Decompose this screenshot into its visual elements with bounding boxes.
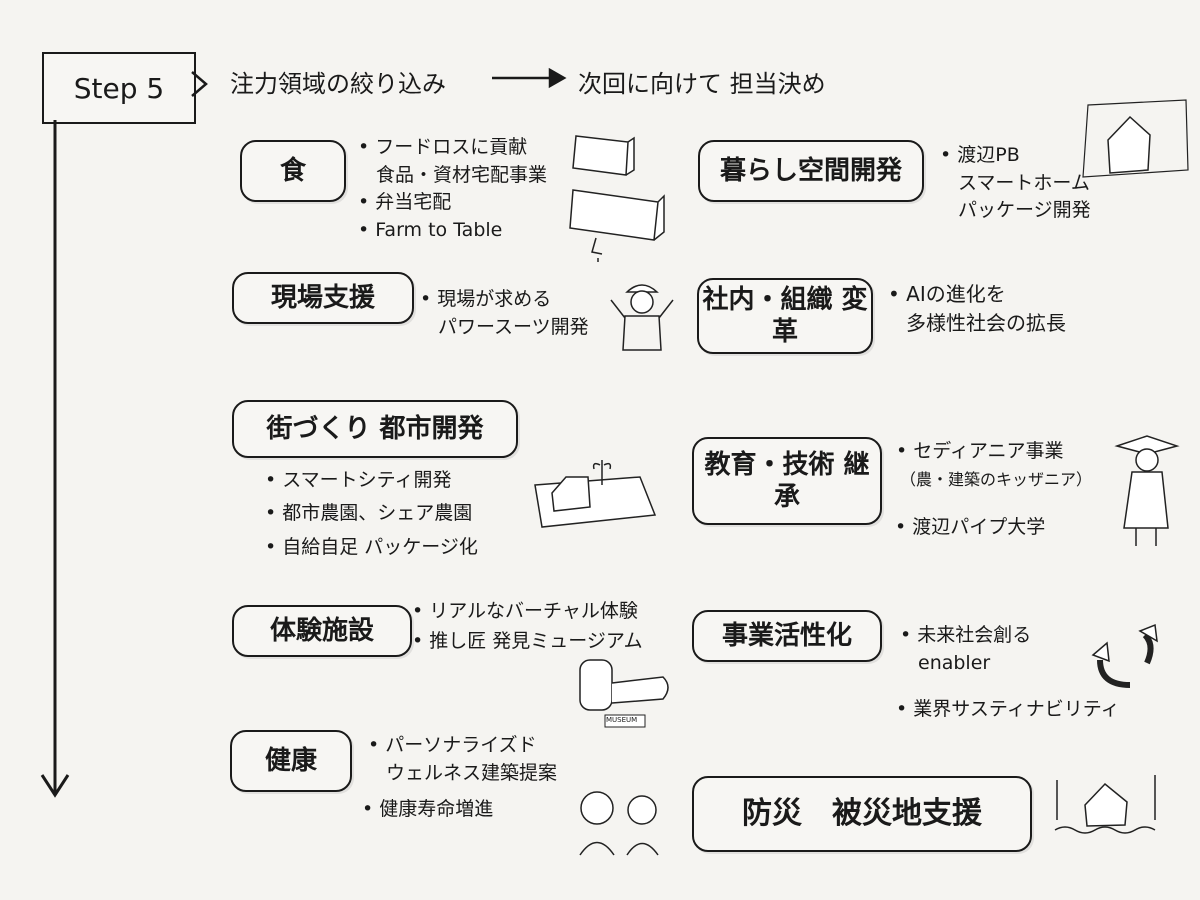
urban-items: • スマートシティ開発 • 都市農園、シェア農園 • 自給自足 パッケージ化 bbox=[265, 464, 478, 564]
phase-narrow-focus: 注力領域の絞り込み bbox=[230, 70, 446, 98]
list-item: • パーソナライズド bbox=[368, 734, 537, 756]
list-item: 多様性社会の拡長 bbox=[906, 311, 1066, 335]
arrow-right-icon bbox=[492, 67, 567, 89]
list-item: • 現場が求める bbox=[420, 288, 552, 310]
list-item: • Farm to Table bbox=[358, 218, 503, 241]
step-pointer-icon bbox=[191, 71, 208, 97]
business-items: • 未来社会創る enabler bbox=[900, 622, 1031, 677]
list-item: • セディアニア事業 bbox=[896, 440, 1064, 462]
area-living-space: 暮らし空間開発 bbox=[698, 140, 924, 202]
area-org-transformation: 社内・組織 変革 bbox=[697, 278, 873, 354]
list-item: • 業界サスティナビリティ bbox=[896, 698, 1120, 720]
list-item: パッケージ開発 bbox=[958, 199, 1091, 222]
list-item: ウェルネス建築提案 bbox=[386, 761, 558, 784]
field-support-items: • 現場が求める パワースーツ開発 bbox=[420, 286, 589, 341]
living-space-items: • 渡辺PB スマートホーム パッケージ開発 bbox=[940, 142, 1091, 225]
list-item: • 渡辺パイプ大学 bbox=[895, 516, 1046, 538]
list-item: • AIの進化を bbox=[888, 282, 1006, 306]
worker-illustration-icon bbox=[610, 284, 674, 351]
experience-items: • リアルなバーチャル体験 • 推し匠 発見ミュージアム bbox=[412, 596, 643, 657]
list-item: • スマートシティ開発 bbox=[265, 469, 452, 491]
list-item: 食品・資材宅配事業 bbox=[376, 163, 548, 186]
list-item: • 渡辺PB bbox=[940, 144, 1020, 166]
list-item: • リアルなバーチャル体験 bbox=[412, 600, 638, 622]
list-item: • フードロスに貢献 bbox=[358, 136, 528, 158]
area-food: 食 bbox=[240, 140, 346, 202]
list-item: • 自給自足 パッケージ化 bbox=[265, 535, 478, 558]
area-business-activation: 事業活性化 bbox=[692, 610, 882, 662]
list-item: パワースーツ開発 bbox=[438, 315, 589, 338]
health-items: • パーソナライズド ウェルネス建築提案 bbox=[368, 732, 557, 787]
org-items: • AIの進化を 多様性社会の拡長 bbox=[888, 280, 1066, 338]
elderly-couple-illustration-icon bbox=[579, 791, 659, 856]
area-disaster-support: 防災 被災地支援 bbox=[692, 776, 1032, 852]
list-item: （農・建築のキッザニア） bbox=[900, 469, 1093, 489]
education-items: • セディアニア事業 （農・建築のキッザニア） bbox=[896, 438, 1092, 494]
area-education: 教育・技術 継承 bbox=[692, 437, 882, 525]
cycle-arrows-icon bbox=[1091, 623, 1158, 688]
area-urban-development: 街づくり 都市開発 bbox=[232, 400, 518, 458]
step-label: Step 5 bbox=[42, 52, 196, 124]
list-item: enabler bbox=[918, 651, 991, 674]
food-items: • フードロスに貢献 食品・資材宅配事業 • 弁当宅配 • Farm to Ta… bbox=[358, 134, 547, 244]
house-farm-illustration-icon bbox=[534, 460, 657, 528]
flooded-house-illustration-icon bbox=[1054, 775, 1156, 834]
museum-illustration-icon bbox=[579, 659, 669, 728]
list-item: • 健康寿命増進 bbox=[362, 798, 494, 820]
list-item: • 未来社会創る bbox=[900, 624, 1032, 646]
list-item: • 都市農園、シェア農園 bbox=[265, 502, 473, 525]
timeline-arrow bbox=[40, 120, 70, 798]
area-experience-facility: 体験施設 bbox=[232, 605, 412, 657]
list-item: スマートホーム bbox=[958, 171, 1090, 194]
phase-assign-owners: 次回に向けて 担当決め bbox=[578, 70, 826, 98]
list-item: • 推し匠 発見ミュージアム bbox=[412, 630, 643, 653]
museum-sign: MUSEUM bbox=[606, 716, 638, 724]
area-field-support: 現場支援 bbox=[232, 272, 414, 324]
graduate-illustration-icon bbox=[1114, 435, 1180, 546]
food-box-illustration-icon bbox=[569, 135, 665, 262]
smart-home-illustration-icon bbox=[1082, 99, 1189, 178]
area-health: 健康 bbox=[230, 730, 352, 792]
list-item: • 弁当宅配 bbox=[358, 191, 452, 214]
